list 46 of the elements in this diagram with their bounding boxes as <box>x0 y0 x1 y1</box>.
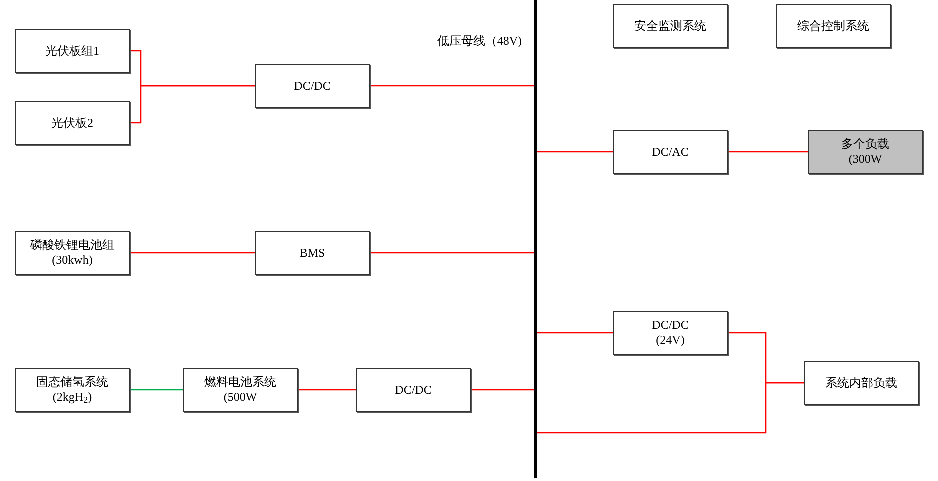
connector-line <box>471 389 534 391</box>
bus-bar <box>534 0 537 478</box>
connector-line <box>537 151 613 153</box>
connector-line <box>130 389 183 391</box>
box-label: (30kwh) <box>52 253 93 268</box>
component-box <box>776 4 891 48</box>
component-box <box>15 29 130 73</box>
box-label: DC/DC <box>652 318 689 333</box>
connector-line <box>298 389 356 391</box>
box-label: 多个负载 <box>842 137 890 152</box>
box-label: BMS <box>300 246 326 260</box>
box-label: DC/DC <box>395 382 432 398</box>
component-box <box>255 231 370 275</box>
component-box <box>613 4 728 48</box>
box-label: (2kgH$_{2}$) <box>52 390 92 405</box>
connector-line <box>370 85 534 87</box>
connector-line <box>370 252 534 254</box>
box-label: 综合控制系统 <box>798 18 870 34</box>
component-box <box>15 231 130 275</box>
connector-line <box>537 382 804 434</box>
component-box <box>183 368 298 412</box>
connector-line <box>130 85 255 124</box>
component-box <box>808 130 923 174</box>
component-box <box>255 64 370 108</box>
box-label: 固态储氢系统 <box>36 375 108 390</box>
box-label: (24V) <box>656 333 685 348</box>
box-label: 光伏板组1 <box>46 44 100 58</box>
component-box <box>804 361 919 405</box>
box-label: (300W <box>848 152 882 167</box>
box-label: 光伏板2 <box>52 116 94 130</box>
component-box <box>15 101 130 145</box>
box-label: 磷酸铁锂电池组 <box>30 238 114 253</box>
connector-line <box>130 252 255 254</box>
component-box <box>15 368 130 412</box>
component-box <box>356 368 471 412</box>
box-label: 燃料电池系统 <box>204 375 276 390</box>
connector-line <box>728 151 808 153</box>
box-label: DC/AC <box>652 144 689 160</box>
component-box <box>613 311 728 355</box>
connector-line <box>537 332 613 334</box>
bus-label: 低压母线（48V) <box>437 33 522 50</box>
box-label: DC/DC <box>294 78 331 94</box>
component-box <box>613 130 728 174</box>
box-label: 系统内部负载 <box>826 376 898 390</box>
box-label: 安全监测系统 <box>634 18 706 34</box>
box-label: (500W <box>224 390 258 405</box>
